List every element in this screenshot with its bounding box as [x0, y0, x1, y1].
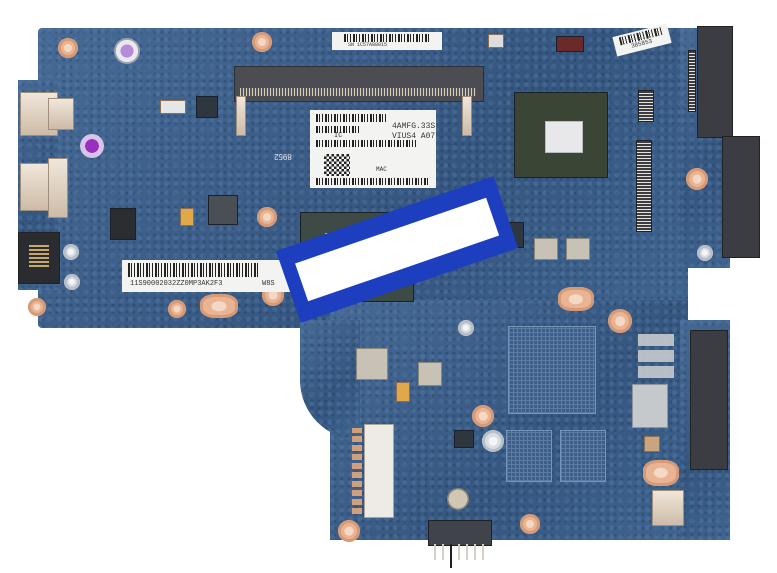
- ethernet-contacts: [29, 245, 49, 267]
- header-pin: [442, 544, 444, 560]
- barcode: [316, 126, 360, 133]
- port-shield: [48, 158, 68, 218]
- inductor: [534, 238, 558, 260]
- inductor: [208, 195, 238, 225]
- chipset-die: [545, 121, 583, 153]
- top-sticker: SN 1C57A88015: [332, 32, 442, 50]
- serial-suffix: W8S: [262, 280, 275, 288]
- sata-connector-3: [690, 330, 728, 470]
- pcb-lower-left-curve: [300, 320, 360, 440]
- barcode: [316, 140, 416, 147]
- mounting-hole: [58, 38, 78, 58]
- mounting-hole: [257, 207, 277, 227]
- sticker-text-part: 4AMFG.33S: [392, 122, 436, 131]
- ram-slot: [234, 66, 484, 102]
- electrolytic-capacitor: [114, 38, 140, 64]
- barcode: [316, 178, 428, 185]
- electrolytic-capacitor: [80, 134, 104, 158]
- smd-component: [396, 382, 410, 402]
- battery-connector: [652, 490, 684, 526]
- sticker-text-ic: IC: [334, 132, 343, 140]
- barcode: [128, 263, 260, 277]
- capacitor: [447, 488, 469, 510]
- mounting-hole: [168, 300, 186, 318]
- mounting-hole: [252, 32, 272, 52]
- inductor: [566, 238, 590, 260]
- serial-text: 11S90002032ZZ0MP3AK2F3: [130, 280, 223, 288]
- inductor: [356, 348, 388, 380]
- ram-slot-pins: [240, 88, 476, 96]
- mounting-hole-white: [64, 274, 80, 290]
- port-shield: [48, 98, 74, 130]
- mounting-hole: [338, 520, 360, 542]
- header-pin: [458, 544, 460, 560]
- smd-component: [160, 100, 186, 114]
- mounting-hole: [608, 309, 632, 333]
- ram-latch-right: [462, 96, 472, 136]
- chipset-package: [514, 92, 608, 178]
- sticker-text-rev: VIUS4 A07: [392, 132, 436, 141]
- barcode: [344, 34, 430, 42]
- pad-array: [638, 332, 674, 378]
- smd-component: [644, 436, 660, 452]
- header-pin: [450, 544, 452, 568]
- mounting-hole: [200, 294, 238, 318]
- mounting-hole: [520, 514, 540, 534]
- sticker-text-mac: MAC: [376, 166, 387, 173]
- bga-footprint-small: [506, 430, 552, 482]
- top-sticker-text: SN 1C57A88015: [348, 42, 388, 48]
- flex-connector: [636, 140, 652, 232]
- fpc-connector: [364, 424, 394, 518]
- shield-pad: [632, 384, 668, 428]
- flex-connector: [688, 50, 696, 112]
- mounting-hole-white: [458, 320, 474, 336]
- sata-connector-1: [697, 26, 733, 138]
- mounting-hole: [28, 298, 46, 316]
- mounting-hole-white: [482, 430, 504, 452]
- ram-latch-left: [236, 96, 246, 136]
- barcode: [316, 114, 386, 122]
- ic-chip: [196, 96, 218, 118]
- ic-chip: [110, 208, 136, 240]
- bga-footprint-small: [560, 430, 606, 482]
- inductor: [418, 362, 442, 386]
- ethernet-port: [18, 232, 60, 284]
- power-header: [428, 520, 492, 546]
- serial-sticker: 11S90002032ZZ0MP3AK2F3 W8S: [122, 260, 292, 292]
- header-pin: [466, 544, 468, 560]
- fpc-pads: [352, 428, 362, 514]
- header-pin: [474, 544, 476, 560]
- mounting-hole-white: [697, 245, 713, 261]
- smd-component: [488, 34, 504, 48]
- ic-chip: [454, 430, 474, 448]
- mounting-hole: [472, 405, 494, 427]
- qr-code: [324, 154, 350, 176]
- mounting-hole: [686, 168, 708, 190]
- mounting-hole-white: [63, 244, 79, 260]
- smd-component: [180, 208, 194, 226]
- memory-sticker: IC 4AMFG.33S VIUS4 A07 MAC: [310, 110, 436, 188]
- sata-connector-2: [722, 136, 760, 258]
- flex-connector: [638, 90, 654, 122]
- mounting-hole: [643, 460, 679, 486]
- mounting-hole: [558, 287, 594, 311]
- pcb-marking: 8952: [274, 152, 292, 161]
- bga-footprint: [508, 326, 596, 414]
- header-pin: [482, 544, 484, 560]
- ic-chip: [556, 36, 584, 52]
- header-pin: [434, 544, 436, 560]
